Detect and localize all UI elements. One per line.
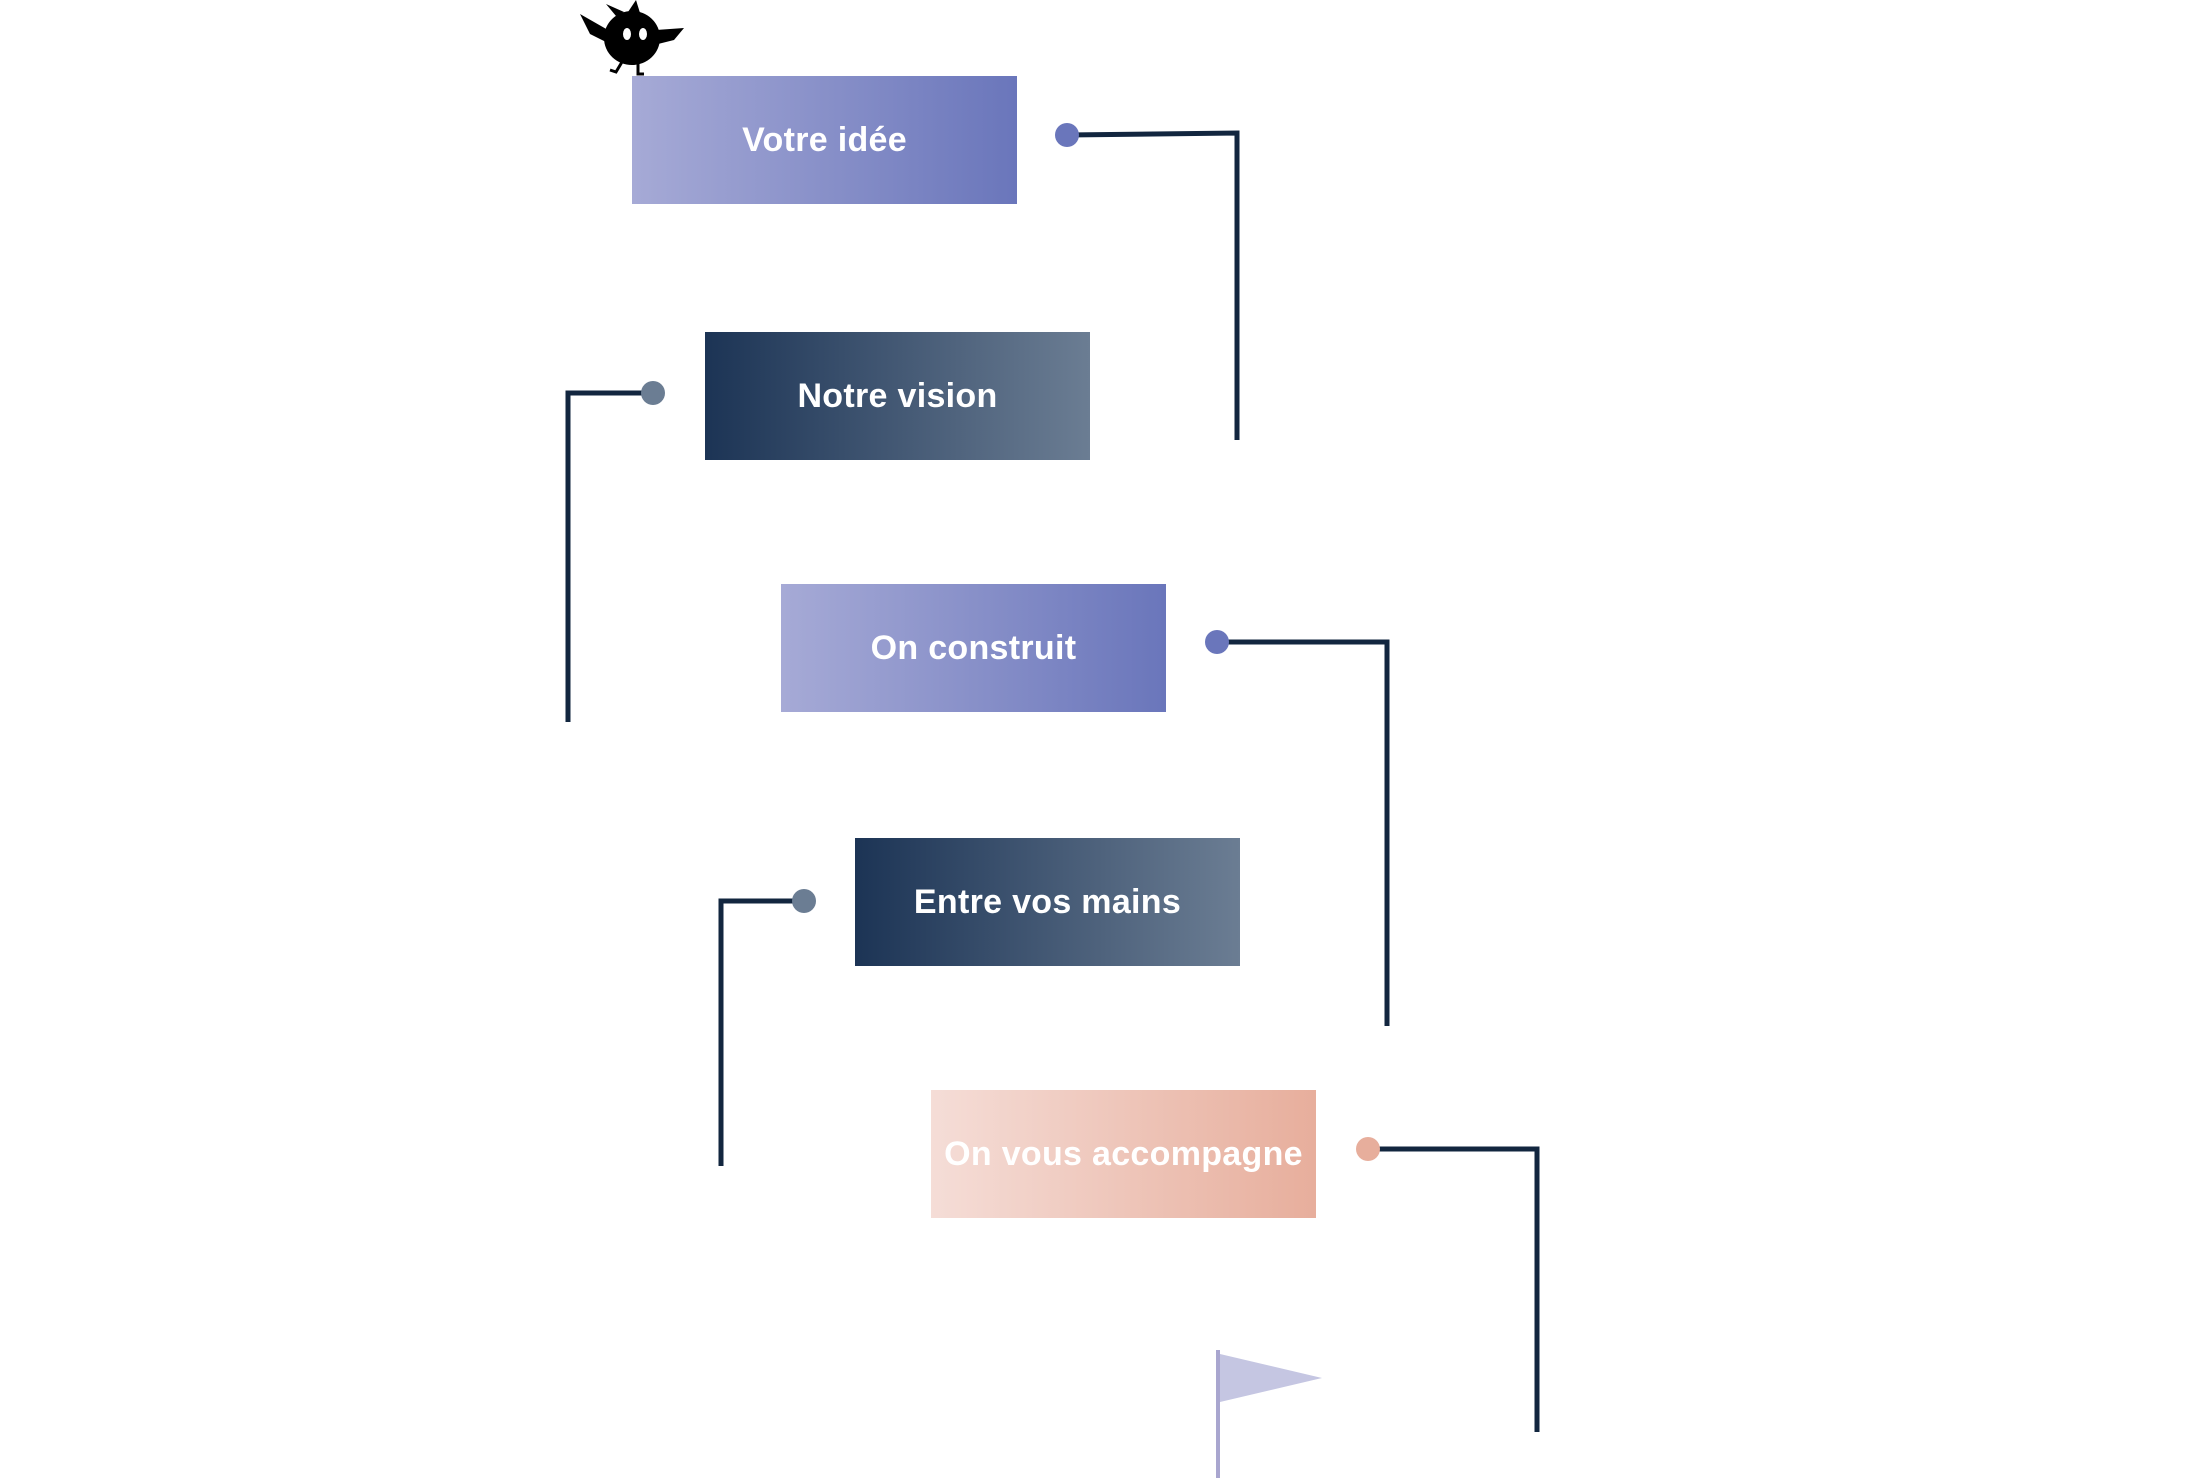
connector-step-2 (565, 381, 665, 722)
bird-mascot-icon (580, 0, 684, 76)
connector-dot-2 (641, 381, 665, 405)
step-entre-vos-mains: Entre vos mains (855, 838, 1240, 966)
step-notre-vision: Notre vision (705, 332, 1090, 460)
finish-flag-icon (1216, 1350, 1322, 1478)
step-label: Votre idée (742, 120, 907, 159)
connector-step-3 (1205, 630, 1390, 1026)
connector-step-5 (1356, 1137, 1540, 1432)
step-label: Notre vision (797, 376, 998, 415)
step-label: On vous accompagne (944, 1134, 1303, 1173)
step-votre-idee: Votre idée (632, 76, 1017, 204)
step-on-construit: On construit (781, 584, 1166, 712)
connector-dot-3 (1205, 630, 1229, 654)
step-label: Entre vos mains (913, 882, 1182, 921)
connector-step-1 (1055, 123, 1240, 440)
connector-dot-4 (792, 889, 816, 913)
step-label: On construit (870, 628, 1077, 667)
connector-step-4 (718, 889, 816, 1166)
connector-dot-5 (1356, 1137, 1380, 1161)
connector-dot-1 (1055, 123, 1079, 147)
step-on-vous-accompagne: On vous accompagne (931, 1090, 1316, 1218)
